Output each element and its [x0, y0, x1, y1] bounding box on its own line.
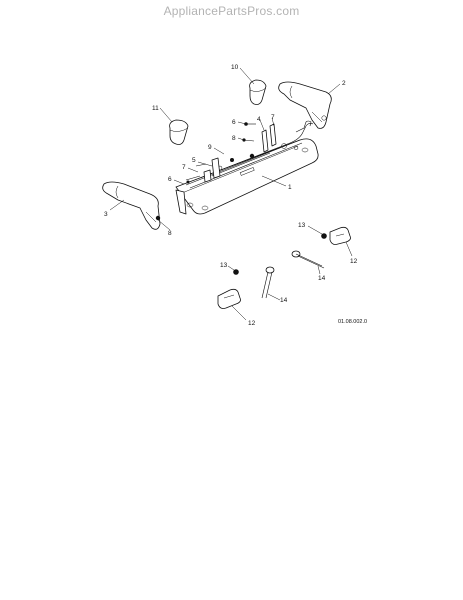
part-1-bracket-plate [175, 138, 319, 215]
watermark-logo: AppliancePartsPros.com [163, 4, 300, 18]
callout-12: 12 [248, 320, 256, 327]
callout-6: 6 [232, 119, 236, 126]
part-2-right-handle [278, 81, 332, 129]
part-5-bracket [203, 157, 221, 183]
callout-14: 14 [318, 275, 326, 282]
part-12-wing-knob-left [217, 288, 241, 309]
callout-8: 8 [232, 135, 236, 142]
callout-2: 2 [342, 80, 346, 87]
drawing-code: 01.08.002.0 [338, 319, 367, 325]
callout-3: 3 [104, 211, 108, 218]
part-14-bolt-right [291, 250, 325, 269]
callout-4: 4 [257, 116, 261, 123]
part-14-bolt-left [261, 266, 275, 299]
part-11-knob [169, 119, 189, 145]
part-13-nut-right [321, 233, 327, 239]
callout-14: 14 [280, 297, 288, 304]
part-13-nut-left [233, 269, 239, 275]
callout-12: 12 [350, 258, 358, 265]
callout-10: 10 [231, 64, 239, 71]
callout-11: 11 [152, 105, 159, 112]
callout-5: 5 [192, 157, 196, 164]
callout-1: 1 [288, 184, 292, 191]
part-12-wing-knob-right [329, 226, 351, 245]
small-hardware [185, 122, 256, 184]
callout-7: 7 [271, 114, 275, 121]
callout-7: 7 [182, 164, 186, 171]
callout-6: 6 [168, 176, 172, 183]
part-10-knob [249, 79, 267, 105]
part-3-left-handle [102, 181, 161, 230]
leader-lines [109, 67, 353, 321]
callout-9: 9 [208, 144, 212, 151]
callout-13: 13 [220, 262, 228, 269]
callout-13: 13 [298, 222, 306, 229]
part-4-bracket [261, 123, 277, 153]
callout-8: 8 [168, 230, 172, 237]
